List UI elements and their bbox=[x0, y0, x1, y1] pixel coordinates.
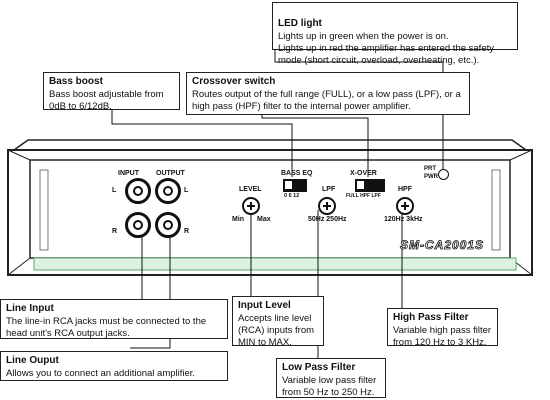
rca-output-left[interactable] bbox=[155, 178, 181, 204]
amplifier-bevel-left bbox=[7, 149, 31, 276]
lpf-knob[interactable] bbox=[318, 197, 336, 215]
bass-eq-label: BASS EQ bbox=[281, 170, 313, 177]
callout-line-input-text: The line-in RCA jacks must be connected … bbox=[6, 316, 207, 339]
xover-switch-nub bbox=[357, 181, 364, 189]
prt-label: PRT bbox=[424, 166, 436, 172]
leader-crossover bbox=[261, 115, 369, 177]
xover-switch[interactable] bbox=[355, 179, 385, 192]
output-l-label: L bbox=[184, 187, 189, 194]
rca-input-left[interactable] bbox=[125, 178, 151, 204]
input-l-label: L bbox=[112, 187, 117, 194]
bass-eq-switch-nub bbox=[285, 181, 292, 189]
amplifier-heatsink-top bbox=[13, 139, 527, 151]
leader-bass bbox=[111, 110, 293, 177]
input-label: INPUT bbox=[118, 170, 139, 177]
rca-input-right[interactable] bbox=[125, 212, 151, 238]
lpf-label: LPF bbox=[322, 186, 336, 193]
level-max-label: Max bbox=[257, 216, 271, 223]
xover-ticks: FULL HPF LPF bbox=[346, 193, 381, 199]
callout-bass-text: Bass boost adjustable from 0dB to 6/12dB… bbox=[49, 89, 164, 112]
output-label: OUTPUT bbox=[156, 170, 185, 177]
model-name: SM-CA2001S bbox=[400, 238, 485, 253]
callout-bass-title: Bass boost bbox=[49, 76, 103, 87]
leader-led bbox=[274, 50, 444, 178]
rca-output-right[interactable] bbox=[155, 212, 181, 238]
amplifier-bevel-right bbox=[509, 149, 533, 276]
callout-led-title: LED light bbox=[278, 18, 322, 29]
level-min-label: Min bbox=[232, 216, 245, 223]
callout-line-input-title: Line Input bbox=[6, 303, 54, 314]
callout-input-level-title: Input Level bbox=[238, 300, 291, 311]
output-r-label: R bbox=[184, 228, 190, 235]
level-knob[interactable] bbox=[242, 197, 260, 215]
lpf-range-label: 50Hz 250Hz bbox=[308, 216, 347, 223]
led-indicator bbox=[438, 169, 449, 180]
callout-crossover-title: Crossover switch bbox=[192, 76, 276, 87]
callout-high-pass-title: High Pass Filter bbox=[393, 312, 469, 323]
callout-low-pass-text: Variable low pass filter from 50 Hz to 2… bbox=[282, 375, 377, 398]
callout-line-output-text: Allows you to connect an additional ampl… bbox=[6, 368, 196, 379]
hpf-label: HPF bbox=[398, 186, 412, 193]
xover-label: X-OVER bbox=[350, 170, 377, 177]
callout-line-output-title: Line Ouput bbox=[6, 355, 59, 366]
panel-slot-right bbox=[491, 169, 501, 251]
input-r-label: R bbox=[112, 228, 118, 235]
leader-line-output bbox=[130, 215, 171, 349]
hpf-range-label: 120Hz 3kHz bbox=[384, 216, 423, 223]
bass-eq-ticks: 0 6 12 bbox=[284, 193, 300, 199]
amplifier-outline bbox=[7, 149, 533, 276]
level-label: LEVEL bbox=[239, 186, 262, 193]
panel-slot-left bbox=[39, 169, 49, 251]
callout-input-level-text: Accepts line level (RCA) inputs from MIN… bbox=[238, 313, 315, 348]
bass-eq-switch[interactable] bbox=[283, 179, 307, 192]
hpf-knob[interactable] bbox=[396, 197, 414, 215]
callout-high-pass-text: Variable high pass filter from 120 Hz to… bbox=[393, 325, 492, 348]
callout-led-text: Lights up in green when the power is on.… bbox=[278, 31, 494, 66]
pwr-label: PWR bbox=[424, 174, 438, 180]
callout-crossover-text: Routes output of the full range (FULL), … bbox=[192, 89, 461, 112]
callout-low-pass-title: Low Pass Filter bbox=[282, 362, 356, 373]
amplifier-base-stripe bbox=[33, 257, 517, 271]
